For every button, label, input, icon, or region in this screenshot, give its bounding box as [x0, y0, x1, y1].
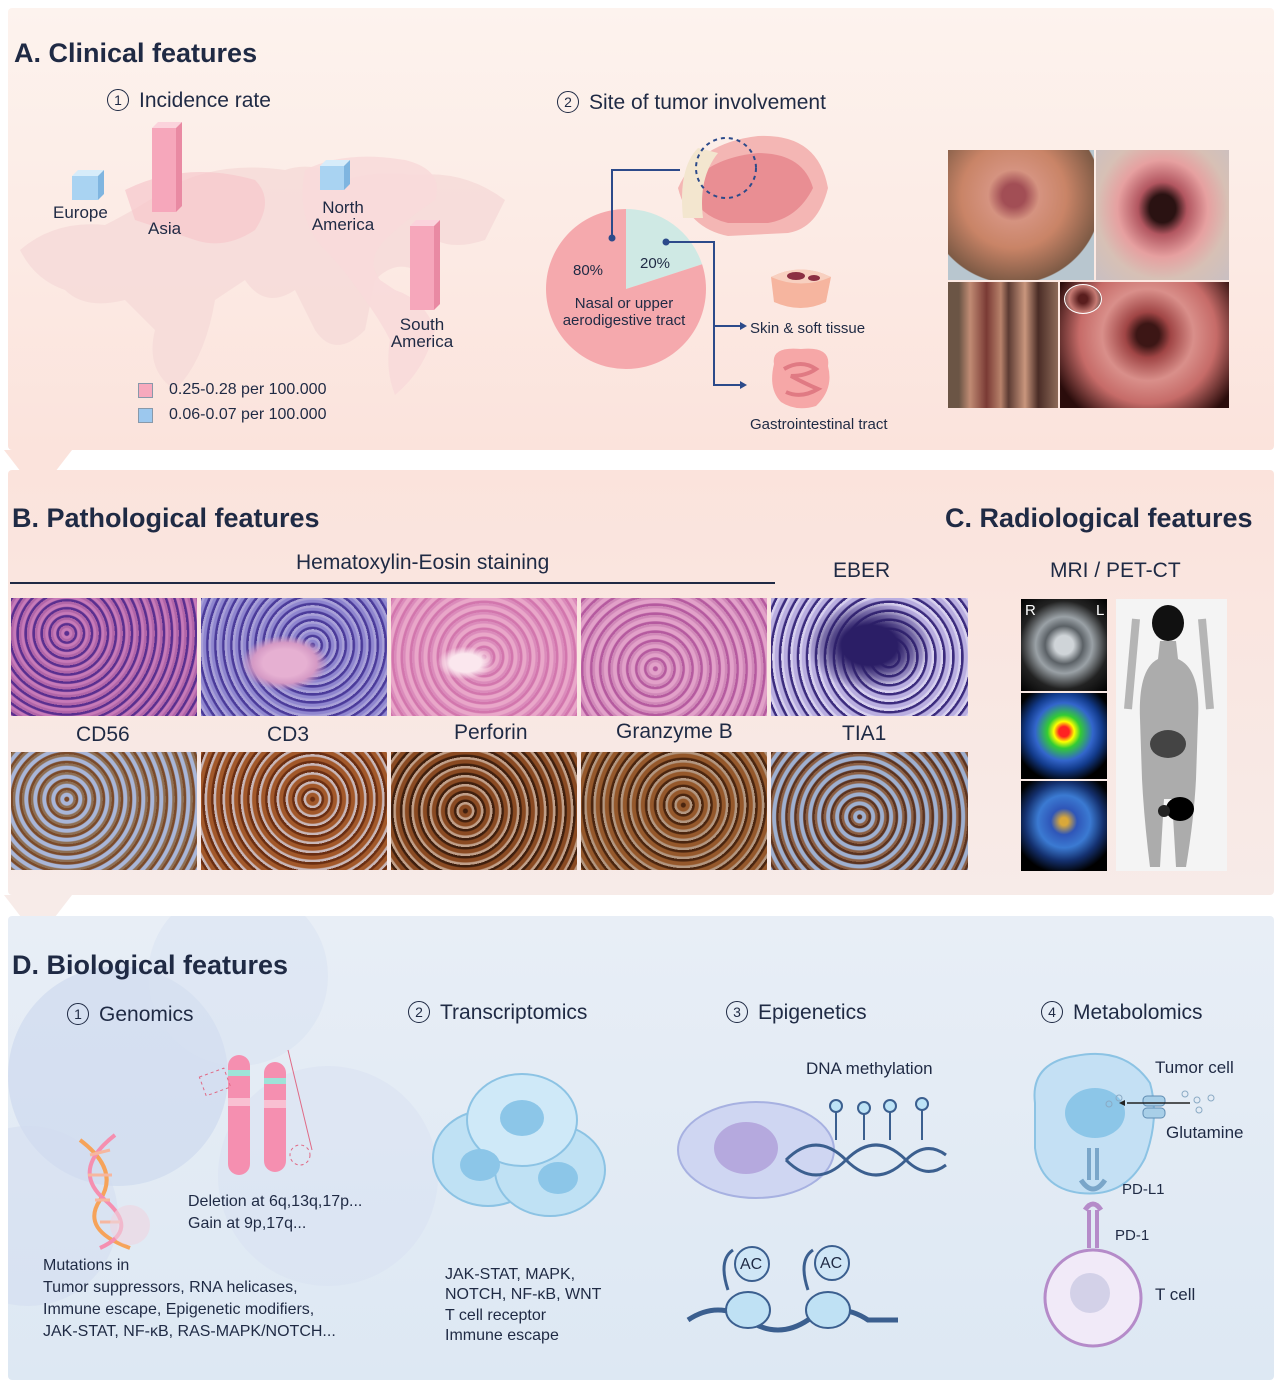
pie-slice-main — [546, 209, 706, 369]
clinical-photo-palate — [1096, 150, 1229, 280]
panel-b-title: B. Pathological features — [12, 503, 320, 533]
site-gi-label: Gastrointestinal tract — [750, 416, 888, 433]
step-number: 2 — [557, 91, 579, 113]
ihc-image-perforin — [391, 752, 577, 870]
pet-fused-image-1 — [1021, 693, 1107, 779]
step-number: 1 — [107, 89, 129, 111]
clinical-photo-inset — [1064, 284, 1102, 314]
panel-d-title: D. Biological features — [12, 950, 289, 980]
genomics-cnv-line2: Gain at 9p,17q... — [188, 1215, 307, 1232]
site-connectors — [608, 169, 747, 389]
pie-main-label: Nasal or upper aerodigestive tract — [562, 295, 686, 329]
ihc-label-granzyme: Granzyme B — [616, 720, 733, 743]
imaging-label: MRI / PET-CT — [1050, 559, 1181, 582]
pd1-label: PD-1 — [1115, 1227, 1150, 1244]
pet-fused-image-2 — [1021, 781, 1107, 871]
bar-south-america — [410, 220, 440, 310]
transcriptomics-line3: T cell receptor — [445, 1307, 547, 1324]
he-image-1 — [11, 598, 197, 716]
he-staining-label: Hematoxylin-Eosin staining — [296, 551, 550, 574]
eber-image — [771, 598, 968, 716]
bar-asia — [152, 122, 182, 212]
he-image-4 — [581, 598, 767, 716]
side-left-marker: L — [1096, 602, 1105, 619]
dna-helix-icon — [78, 1133, 150, 1250]
transcriptomics-line2: NOTCH, NF-κB, WNT — [445, 1286, 602, 1303]
ihc-image-tia1 — [771, 752, 968, 870]
nasal-highlight — [695, 137, 757, 199]
legend-label-low: 0.06-0.07 per 100.000 — [169, 406, 327, 423]
transcriptomics-line4: Immune escape — [445, 1327, 559, 1344]
ihc-image-cd3 — [201, 752, 387, 870]
bar-north-america — [320, 160, 350, 190]
clinical-photo-nose — [948, 150, 1094, 280]
site-pie-chart — [546, 209, 706, 369]
legend-swatch-low — [138, 408, 153, 423]
he-underline — [10, 582, 775, 584]
genomics-cnv-line1: Deletion at 6q,13q,17p... — [188, 1193, 363, 1210]
pie-pct-other: 20% — [640, 255, 671, 272]
legend-label-high: 0.25-0.28 per 100.000 — [169, 381, 327, 398]
histone-acetylation-icon — [686, 1245, 898, 1333]
tumor-t-cell-icon — [1033, 1052, 1215, 1348]
pdl1-label: PD-L1 — [1122, 1181, 1165, 1198]
cell-cluster-icon — [432, 1073, 606, 1217]
label-south-america: South America — [390, 315, 454, 351]
legend-swatch-high — [138, 383, 153, 398]
step-number: 4 — [1041, 1001, 1063, 1023]
he-image-3 — [391, 598, 577, 716]
ihc-label-perforin: Perforin — [454, 721, 528, 744]
genomics-mutations-line3: JAK-STAT, NF-κB, RAS-MAPK/NOTCH... — [43, 1323, 336, 1340]
panel-c-title: C. Radiological features — [945, 503, 1253, 533]
side-right-marker: R — [1025, 602, 1036, 619]
t-cell-label: T cell — [1155, 1285, 1196, 1304]
ihc-label-tia1: TIA1 — [842, 722, 887, 745]
step-number: 2 — [408, 1001, 430, 1023]
label-north-america: North America — [311, 198, 375, 234]
pet-mip-image — [1116, 599, 1227, 871]
pet-body-silhouette — [1124, 605, 1214, 867]
label-asia: Asia — [148, 219, 182, 238]
step-number: 3 — [726, 1001, 748, 1023]
genomics-mutations-header: Mutations in — [43, 1257, 130, 1274]
label-europe: Europe — [53, 203, 108, 222]
ihc-image-cd56 — [11, 752, 197, 870]
methylation-icon — [677, 1097, 947, 1199]
site-skin-label: Skin & soft tissue — [750, 320, 866, 337]
bar-europe — [72, 170, 104, 200]
panel-a-title: A. Clinical features — [14, 38, 258, 68]
glutamine-label: Glutamine — [1166, 1123, 1244, 1142]
mri-image — [1021, 599, 1107, 691]
ihc-image-granzyme — [581, 752, 767, 870]
pie-slice-other — [626, 209, 703, 289]
genomics-mutations-line2: Immune escape, Epigenetic modifiers, — [43, 1301, 315, 1318]
dna-methylation-label: DNA methylation — [806, 1059, 933, 1078]
step-number: 1 — [67, 1003, 89, 1025]
head-illustration — [678, 135, 828, 236]
ihc-label-cd56: CD56 — [76, 723, 130, 746]
pie-pct-main: 80% — [573, 262, 604, 279]
skin-icon — [771, 269, 831, 308]
chromosome-icon — [198, 1049, 313, 1175]
acetyl-tag-1: AC — [740, 1256, 763, 1273]
intestine-icon — [772, 348, 830, 409]
genomics-mutations-line1: Tumor suppressors, RNA helicases, — [43, 1279, 298, 1296]
clinical-photo-legs — [948, 282, 1058, 408]
he-image-2 — [201, 598, 387, 716]
tumor-cell-label: Tumor cell — [1155, 1058, 1234, 1077]
eber-label: EBER — [833, 559, 891, 582]
americas-map — [302, 156, 437, 395]
transcriptomics-line1: JAK-STAT, MAPK, — [445, 1266, 576, 1283]
ihc-label-cd3: CD3 — [267, 723, 310, 746]
acetyl-tag-2: AC — [820, 1255, 843, 1272]
